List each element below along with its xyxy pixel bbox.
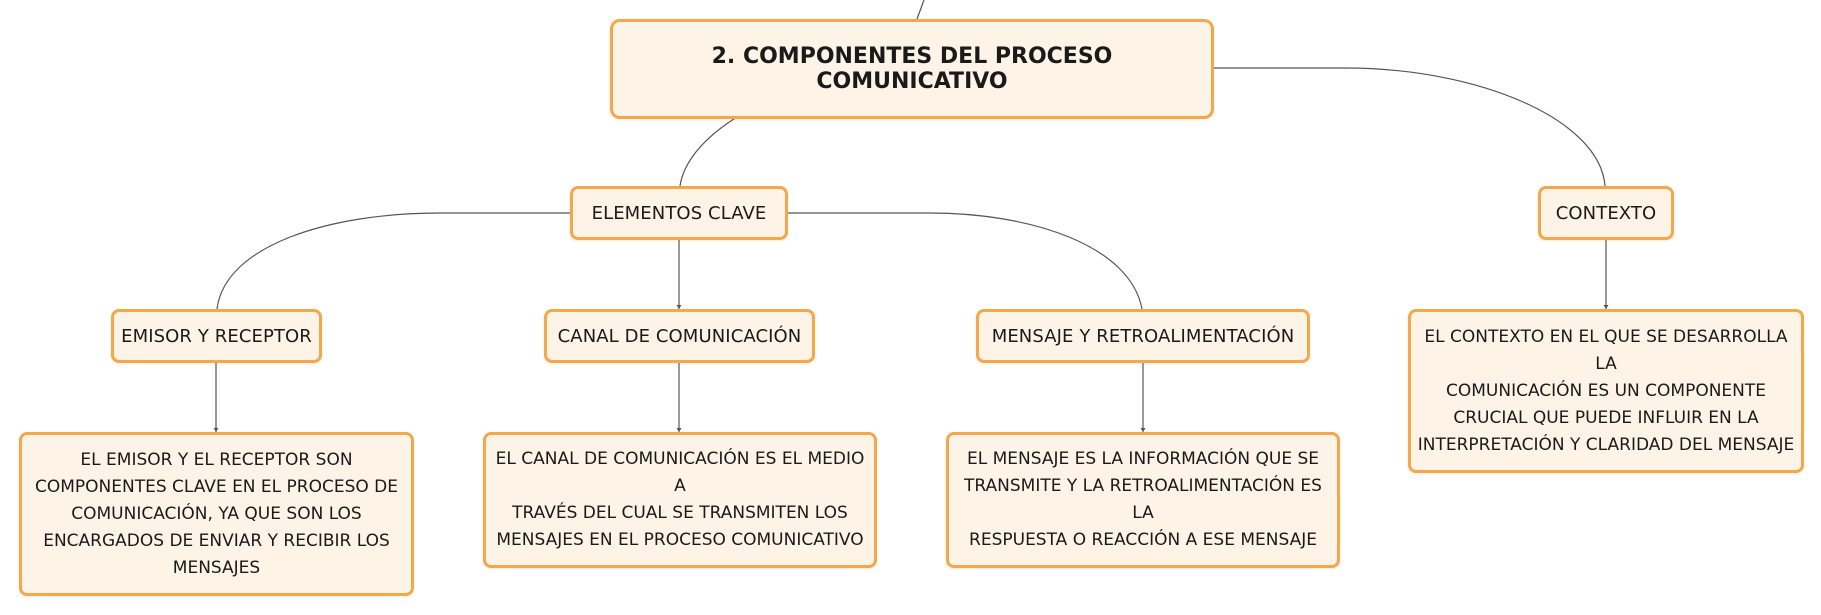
description-line: COMUNICACIÓN, YA QUE SON LOS: [71, 503, 362, 524]
subtopic-emisor-receptor-label: EMISOR Y RECEPTOR: [121, 325, 312, 347]
description-line: EL CONTEXTO EN EL QUE SE DESARROLLA LA: [1424, 326, 1788, 374]
arrowhead-contexto-desc: [1603, 305, 1609, 309]
subtopic-emisor-receptor[interactable]: EMISOR Y RECEPTOR: [111, 309, 322, 363]
branch-elementos-clave[interactable]: ELEMENTOS CLAVE: [570, 186, 788, 240]
description-line: EL MENSAJE ES LA INFORMACIÓN QUE SE: [966, 449, 1320, 469]
description-canal-comunicacion[interactable]: EL CANAL DE COMUNICACIÓN ES EL MEDIO A T…: [483, 432, 877, 568]
description-text: EL CONTEXTO EN EL QUE SE DESARROLLA LA C…: [1415, 324, 1797, 459]
connector-root-to-elementos: [679, 116, 738, 187]
connector-elementos-to-mensaje: [788, 212, 1143, 310]
description-line: COMUNICACIÓN ES UN COMPONENTE: [1445, 380, 1767, 401]
connector-elementos-to-emisor: [216, 212, 570, 310]
description-line: EL CANAL DE COMUNICACIÓN ES EL MEDIO A: [495, 449, 865, 496]
connector-parent-to-root: [916, 0, 925, 20]
subtopic-mensaje-retroalimentacion-label: MENSAJE Y RETROALIMENTACIÓN: [991, 325, 1295, 347]
subtopic-canal-comunicacion[interactable]: CANAL DE COMUNICACIÓN: [544, 309, 815, 363]
arrowhead-canal-desc: [676, 428, 682, 432]
arrowhead-canal: [676, 305, 682, 309]
description-line: INTERPRETACIÓN Y CLARIDAD DEL MENSAJE: [1417, 434, 1795, 455]
subtopic-canal-comunicacion-label: CANAL DE COMUNICACIÓN: [557, 325, 802, 347]
description-contexto[interactable]: EL CONTEXTO EN EL QUE SE DESARROLLA LA C…: [1408, 309, 1804, 473]
arrowhead-emisor-desc: [213, 428, 219, 432]
description-line: COMPONENTES CLAVE EN EL PROCESO DE: [34, 476, 399, 497]
description-mensaje-retroalimentacion[interactable]: EL MENSAJE ES LA INFORMACIÓN QUE SE TRAN…: [946, 432, 1340, 568]
description-text: EL MENSAJE ES LA INFORMACIÓN QUE SE TRAN…: [953, 446, 1333, 554]
description-line: TRAVÉS DEL CUAL SE TRANSMITEN LOS: [512, 503, 848, 523]
description-line: RESPUESTA O REACCIÓN A ESE MENSAJE: [969, 530, 1317, 550]
description-line: MENSAJES EN EL PROCESO COMUNICATIVO: [496, 530, 864, 550]
description-emisor-receptor[interactable]: EL EMISOR Y EL RECEPTOR SON COMPONENTES …: [19, 432, 414, 596]
description-text: EL CANAL DE COMUNICACIÓN ES EL MEDIO A T…: [490, 446, 870, 554]
subtopic-mensaje-retroalimentacion[interactable]: MENSAJE Y RETROALIMENTACIÓN: [976, 309, 1310, 363]
root-topic[interactable]: 2. COMPONENTES DEL PROCESO COMUNICATIVO: [610, 19, 1214, 119]
description-line: TRANSMITE Y LA RETROALIMENTACIÓN ES LA: [964, 476, 1322, 523]
branch-contexto-label: CONTEXTO: [1555, 202, 1657, 224]
description-line: ENCARGADOS DE ENVIAR Y RECIBIR LOS: [43, 530, 390, 551]
branch-contexto[interactable]: CONTEXTO: [1538, 186, 1674, 240]
branch-elementos-clave-label: ELEMENTOS CLAVE: [591, 202, 767, 224]
description-line: CRUCIAL QUE PUEDE INFLUIR EN LA: [1453, 407, 1759, 428]
description-text: EL EMISOR Y EL RECEPTOR SON COMPONENTES …: [35, 447, 398, 582]
root-topic-label: 2. COMPONENTES DEL PROCESO COMUNICATIVO: [711, 44, 1113, 94]
arrowhead-mensaje-desc: [1140, 428, 1146, 432]
description-line: MENSAJES: [172, 557, 261, 578]
description-line: EL EMISOR Y EL RECEPTOR SON: [80, 449, 353, 470]
connector-root-to-contexto: [1214, 67, 1606, 187]
